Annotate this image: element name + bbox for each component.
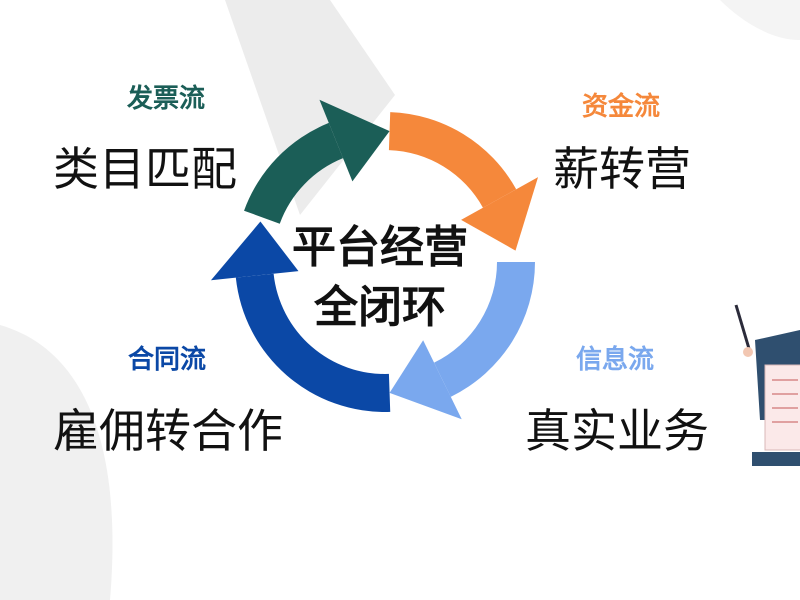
- flow-label-fund: 资金流: [582, 92, 661, 122]
- arrow-fund-head: [461, 177, 539, 251]
- arrow-contract-body: [235, 273, 391, 412]
- item-label-category-match: 类目匹配: [53, 142, 237, 196]
- bg-grey-shape-bottom: [0, 325, 113, 600]
- arrow-invoice-body: [244, 122, 344, 224]
- bg-grey-shape-corner: [720, 0, 800, 40]
- center-title-line1: 平台经营: [292, 222, 468, 273]
- arrow-info-head: [389, 340, 462, 420]
- item-label-salary-to-business: 薪转营: [553, 142, 691, 196]
- arrow-invoice-head: [319, 99, 390, 182]
- arrow-contract-head: [210, 221, 299, 281]
- arrow-fund-body: [388, 112, 517, 208]
- item-label-real-business: 真实业务: [525, 404, 709, 458]
- cycle-arrows: [210, 99, 539, 420]
- presenter-illustration: [734, 304, 800, 466]
- arrow-info-body: [434, 262, 535, 397]
- flow-label-contract: 合同流: [128, 345, 207, 375]
- item-label-employment-to-cooperation: 雇佣转合作: [53, 404, 283, 458]
- flow-label-info: 信息流: [576, 345, 655, 375]
- flow-label-invoice: 发票流: [127, 84, 206, 114]
- bg-grey-shape-top: [225, 0, 395, 215]
- center-title-line2: 全闭环: [314, 282, 446, 333]
